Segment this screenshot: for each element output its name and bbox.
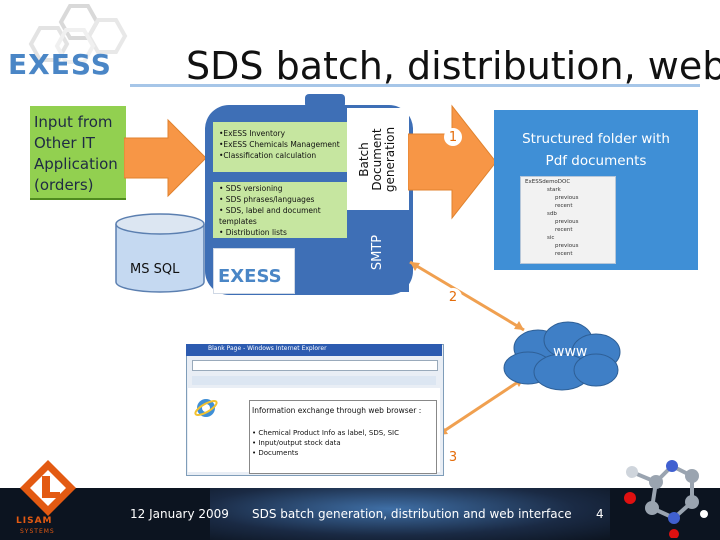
- module2-line: • SDS phrases/languages: [219, 195, 315, 204]
- step-badge-1: 1: [444, 128, 462, 146]
- exess-product-card: [213, 248, 295, 294]
- core-top-tab: [305, 94, 345, 108]
- exess-logo-text: EXESS: [8, 48, 112, 81]
- module2-line: • Distribution lists: [219, 228, 287, 237]
- folder-row: previous: [555, 243, 579, 249]
- module-inventory-box: •ExESS Inventory •ExESS Chemicals Manage…: [213, 122, 347, 172]
- smtp-band: [347, 212, 409, 292]
- exess-card-logo: EXESS: [218, 266, 282, 287]
- folder-row: ExESSdemoDOC: [525, 179, 571, 185]
- folder-title-line: Pdf documents: [545, 153, 647, 169]
- step-badge-2: 2: [444, 288, 462, 306]
- module2-line: • SDS versioning: [219, 184, 283, 193]
- browser-toolbar: [192, 376, 436, 385]
- lisam-logo-text: LISAM: [16, 516, 53, 526]
- footer-glow: [210, 488, 610, 540]
- folder-row: recent: [555, 251, 573, 257]
- web-info-item: • Input/output stock data: [252, 439, 341, 447]
- www-label: www: [553, 344, 588, 360]
- web-info-title: Information exchange through web browser…: [252, 406, 422, 415]
- internet-explorer-icon: [194, 399, 218, 417]
- folder-row: sic: [547, 235, 555, 241]
- module2-line: • SDS, label and document: [219, 206, 321, 215]
- www-cloud-icon: [503, 321, 621, 391]
- structured-folder-title: Structured folder with Pdf documents: [494, 128, 698, 172]
- exess-logo: EXESS: [8, 48, 112, 81]
- page-number: 4: [596, 507, 604, 521]
- input-line: Application: [34, 155, 118, 173]
- module2-line: templates: [219, 217, 257, 226]
- batch-generation-band: [347, 108, 409, 210]
- web-info-box: [249, 400, 437, 474]
- ms-sql-label: MS SQL: [130, 262, 180, 277]
- folder-row: stark: [547, 187, 561, 193]
- browser-address-bar: [192, 360, 438, 371]
- folder-row: previous: [555, 219, 579, 225]
- module-sds-box: • SDS versioning • SDS phrases/languages…: [213, 182, 347, 238]
- input-line: Input from: [34, 113, 113, 131]
- web-info-item: • Documents: [252, 449, 299, 457]
- ms-sql-database-icon: [115, 213, 205, 293]
- browser-title-text: Blank Page - Windows Internet Explorer: [208, 345, 327, 352]
- molecule-illustration: [624, 460, 710, 538]
- footer-date: 12 January 2009: [130, 507, 229, 521]
- folder-row: sdb: [547, 211, 557, 217]
- step-badge-3: 3: [444, 448, 462, 466]
- lisam-logo-icon: [20, 460, 76, 516]
- folder-row: recent: [555, 227, 573, 233]
- input-line: (orders): [34, 176, 94, 194]
- input-line: Other IT: [34, 134, 95, 152]
- web-info-item: • Chemical Product Info as label, SDS, S…: [252, 429, 399, 437]
- exess-hexagon-logo-graphic: [28, 4, 128, 64]
- footer-title: SDS batch generation, distribution and w…: [252, 507, 572, 521]
- lisam-logo-subtext: SYSTEMS: [20, 528, 55, 535]
- folder-tree-screenshot: ExESSdemoDOC stark previous recent sdb p…: [520, 176, 616, 264]
- folder-row: previous: [555, 195, 579, 201]
- input-box-underline: [30, 198, 126, 200]
- web-info-list: • Chemical Product Info as label, SDS, S…: [252, 428, 399, 458]
- module1-line: •ExESS Inventory: [219, 129, 286, 138]
- module1-line: •ExESS Chemicals Management: [219, 140, 340, 149]
- input-box-text: Input from Other IT Application (orders): [34, 112, 124, 196]
- browser-titlebar: [186, 344, 442, 356]
- folder-title-line: Structured folder with: [522, 131, 670, 147]
- module1-line: •Classification calculation: [219, 151, 317, 160]
- slide-title: SDS batch, distribution, web: [186, 44, 720, 88]
- folder-row: recent: [555, 203, 573, 209]
- input-arrow: [124, 118, 207, 198]
- title-underline: [130, 84, 700, 87]
- input-box: [30, 106, 126, 200]
